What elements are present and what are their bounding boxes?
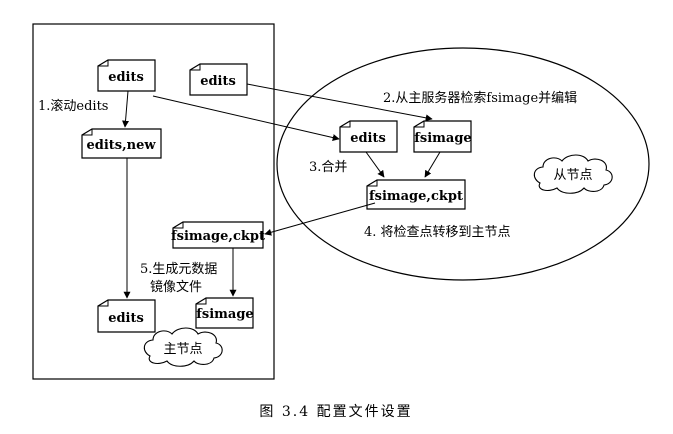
- document-fold: [98, 300, 109, 307]
- secondary-node-ellipse: [276, 47, 650, 281]
- doc-label: edits: [200, 74, 236, 89]
- document-icon: [195, 297, 254, 329]
- step-5-label-line1: 5.生成元数据: [140, 262, 217, 277]
- master-node-box: [32, 23, 275, 380]
- arrow-edits-to-secondary: [152, 95, 340, 141]
- doc-edits-master-bottom: edits: [97, 299, 156, 333]
- document-icon: [413, 120, 472, 153]
- doc-label: edits,new: [86, 138, 156, 153]
- doc-edits-secondary: edits: [339, 120, 398, 153]
- doc-label: fsimage,ckpt: [171, 229, 265, 244]
- document-icon: [97, 299, 156, 333]
- step-1-label: 1.滚动edits: [38, 98, 108, 114]
- arrow-merge-edits: [365, 151, 385, 178]
- document-fold: [173, 222, 184, 229]
- doc-edits-right: edits: [189, 63, 248, 96]
- document-icon: [339, 120, 398, 153]
- cloud-shape: [533, 154, 613, 194]
- document-icon: [81, 128, 162, 159]
- doc-edits-master-top: edits: [97, 59, 156, 92]
- document-fold: [340, 121, 351, 128]
- cloud-master: 主节点: [143, 327, 223, 367]
- doc-label: edits: [350, 131, 386, 146]
- step-4-label: 4. 将检查点转移到主节点: [364, 225, 511, 240]
- document-icon: [172, 221, 264, 249]
- document-fold: [414, 121, 425, 128]
- cloud-label: 从节点: [553, 168, 592, 183]
- doc-fsimage-ckpt-secondary: fsimage,ckpt: [366, 179, 466, 210]
- doc-label: edits: [108, 70, 144, 85]
- cloud-secondary: 从节点: [533, 154, 613, 194]
- document-fold: [82, 129, 93, 136]
- document-fold: [190, 64, 201, 71]
- doc-fsimage-master: fsimage: [195, 297, 254, 329]
- doc-label: fsimage: [196, 307, 253, 322]
- step-3-label: 3.合并: [309, 160, 347, 175]
- document-fold: [196, 298, 207, 305]
- document-icon: [97, 59, 156, 92]
- doc-label: fsimage,ckpt: [369, 189, 463, 204]
- arrow-transfer-checkpoint: [264, 202, 376, 236]
- arrow-merge-fsimage: [424, 151, 441, 178]
- doc-label: edits: [108, 311, 144, 326]
- document-fold: [98, 60, 109, 67]
- arrow-roll-edits: [122, 90, 130, 128]
- doc-fsimage-secondary: fsimage: [413, 120, 472, 153]
- doc-label: fsimage: [414, 131, 471, 146]
- doc-edits-new: edits,new: [81, 128, 162, 159]
- step-5-label-line2: 镜像文件: [150, 280, 202, 295]
- document-icon: [189, 63, 248, 96]
- arrow-retrieve-fsimage: [246, 83, 433, 122]
- cloud-shape: [143, 327, 223, 367]
- step-2-label: 2.从主服务器检索fsimage并编辑: [383, 90, 577, 106]
- doc-fsimage-ckpt-master: fsimage,ckpt: [171, 221, 265, 249]
- cloud-label: 主节点: [163, 342, 202, 357]
- figure-caption: 图 3.4 配置文件设置: [259, 404, 412, 420]
- document-fold: [367, 180, 378, 187]
